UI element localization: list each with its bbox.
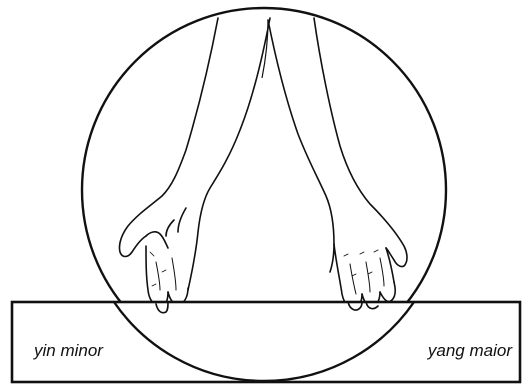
right-hand-illustration (268, 18, 407, 310)
left-hand-illustration (119, 18, 270, 313)
label-yin-minor: yin minor (34, 342, 103, 359)
label-yang-maior: yang maior (428, 342, 512, 359)
